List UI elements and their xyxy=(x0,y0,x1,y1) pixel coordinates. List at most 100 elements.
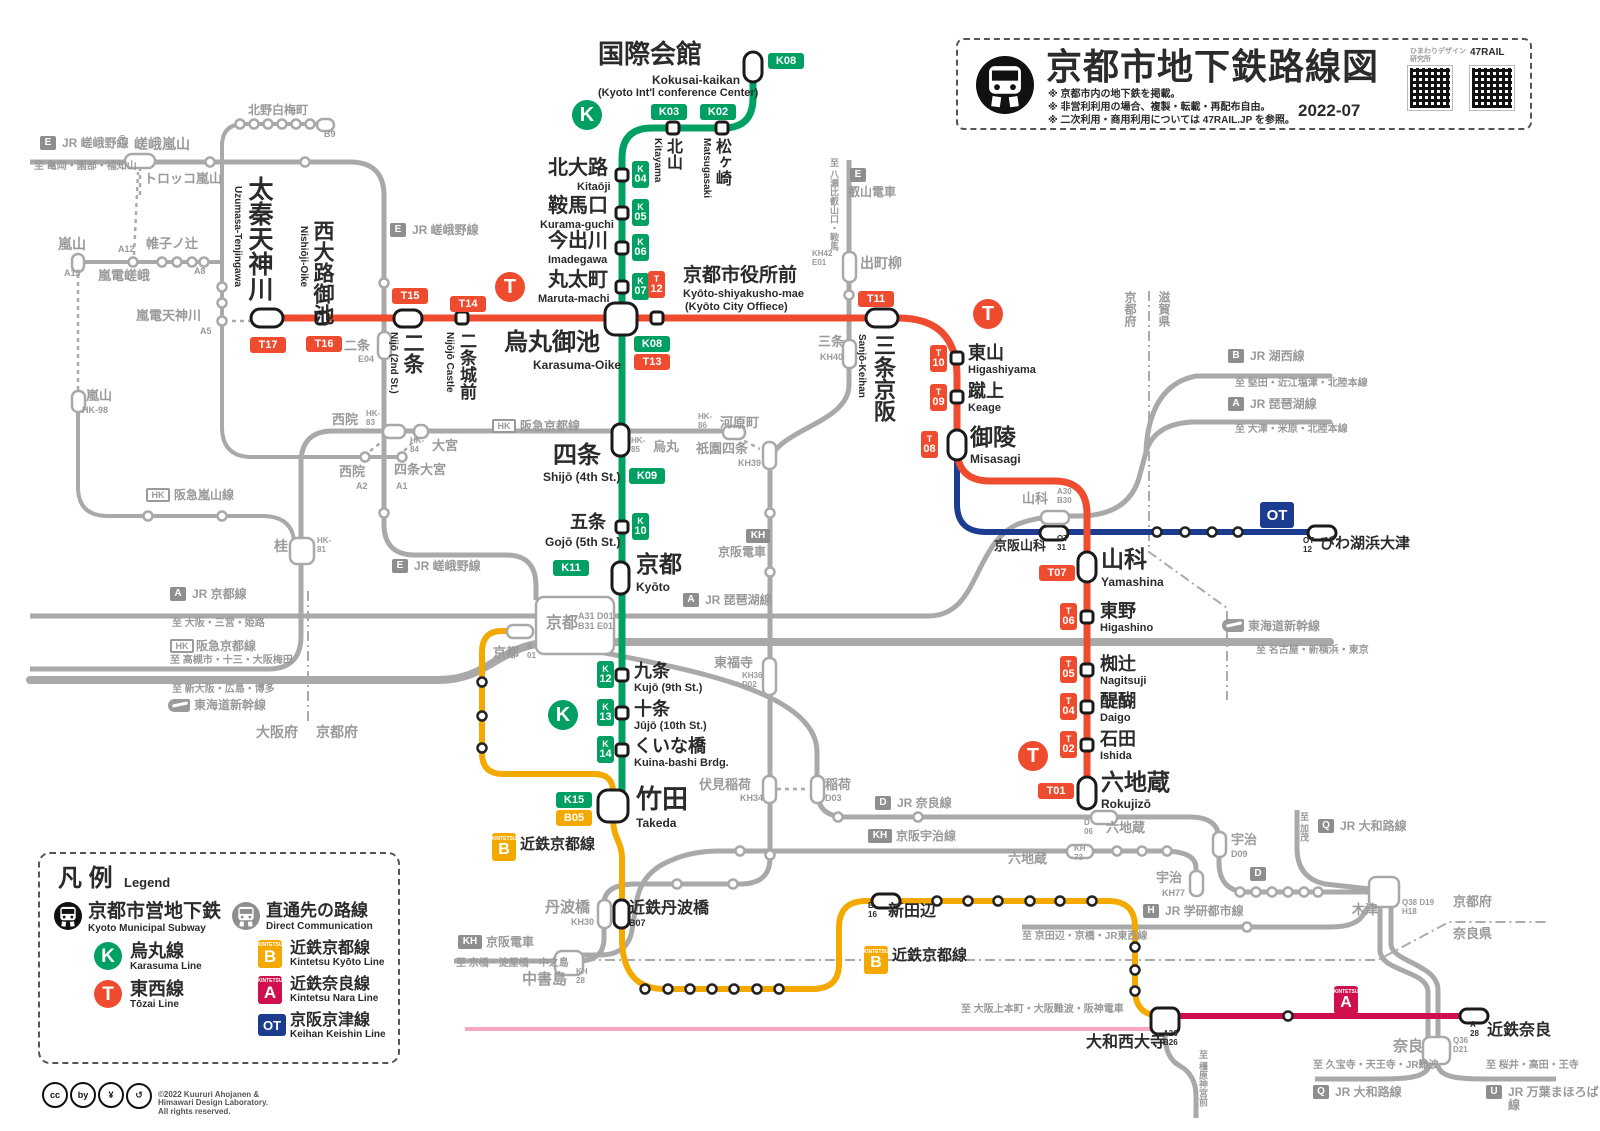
map-label: A1 xyxy=(396,481,408,491)
line-badge: T17 xyxy=(250,337,286,353)
legend-k-badge: K xyxy=(94,942,122,970)
line-badge: K08 xyxy=(768,53,804,69)
minor-station-dot xyxy=(1024,895,1036,907)
map-label: HK- 81 xyxy=(317,536,332,554)
station-kyoto-b01 xyxy=(505,623,535,640)
map-label: (Kyōto City Offiece) xyxy=(685,301,788,313)
title-note-2: ※ 非営利利用の場合、複製・転載・再配布自由。 xyxy=(1048,102,1271,113)
map-label: 北大路 xyxy=(548,157,608,179)
map-label: 近鉄京都線 xyxy=(892,947,968,964)
map-label: KH40 xyxy=(820,352,844,362)
line-badge: K03 xyxy=(651,104,687,120)
minor-station-dot xyxy=(299,156,311,168)
keihan-keishin-line xyxy=(954,450,1324,535)
station-nara-jr xyxy=(1421,1035,1452,1066)
station-matsugasaki xyxy=(714,120,730,136)
station-nijo-jr xyxy=(376,330,393,361)
station-shijo xyxy=(610,422,631,458)
station-omiya-hk xyxy=(412,423,430,440)
map-label: 蹴上 xyxy=(968,381,1004,401)
map-label: Takeda xyxy=(636,816,677,830)
map-label: 東海道新幹線 xyxy=(1248,619,1321,633)
cc-icon: by xyxy=(70,1082,96,1108)
map-label: 宇治 xyxy=(1156,870,1183,885)
map-label: A13 xyxy=(64,268,81,278)
map-label: 山科 xyxy=(1022,491,1049,506)
minor-station-dot xyxy=(764,507,776,519)
map-label: Nishiōji-Oike xyxy=(298,226,309,288)
minor-station-dot xyxy=(476,710,488,722)
kizu-nara-1 xyxy=(1377,907,1431,1037)
map-label: Gojō (5th St.) xyxy=(545,535,621,549)
map-label: Nijō (2nd St.) xyxy=(388,332,399,394)
legend-karasuma-en: Karasuma Line xyxy=(130,961,202,972)
map-label: Kurama-guchi xyxy=(540,219,614,231)
map-label: Daigo xyxy=(1100,712,1131,724)
map-label: 大和西大寺 xyxy=(1086,1034,1167,1051)
map-label: 木津 xyxy=(1352,902,1379,917)
minor-station-dot xyxy=(992,895,1004,907)
minor-station-dot xyxy=(290,118,302,130)
map-label: 竹田 xyxy=(636,784,689,814)
line-badge: T16 xyxy=(306,336,342,352)
minor-station-dot xyxy=(359,451,371,463)
map-label: HK- 86 xyxy=(698,412,713,430)
map-label: 二条城前 xyxy=(457,332,476,400)
minor-station-dot xyxy=(1179,526,1191,538)
map-label: 桂 xyxy=(274,538,288,554)
map-label: 西大路御池 xyxy=(311,220,334,325)
minor-station-dot xyxy=(639,983,651,995)
map-label: 国際会館 xyxy=(598,39,703,69)
map-label: 稲荷 xyxy=(825,777,852,792)
minor-station-dot xyxy=(832,811,844,823)
station-katsura xyxy=(288,536,316,566)
map-label: 近鉄奈良 xyxy=(1487,1022,1552,1039)
minor-station-dot xyxy=(706,983,718,995)
station-nijojo-mae xyxy=(454,310,470,326)
line-badge: K11 xyxy=(553,560,589,576)
shinkansen-icon xyxy=(168,699,190,712)
station-saga-arashiyama xyxy=(123,152,157,170)
map-label: 嵯峨嵐山 xyxy=(134,136,190,152)
map-label: E04 xyxy=(358,354,375,364)
legend-heading-en: Legend xyxy=(124,875,171,890)
legend-subway-en: Kyoto Municipal Subway xyxy=(88,923,206,934)
map-label: Kuina-bashi Brdg. xyxy=(634,757,729,769)
map-label: B07 xyxy=(629,918,646,928)
station-gion-shijo xyxy=(761,440,778,471)
map-label: 至 名古屋・新横浜・東京 xyxy=(1256,645,1369,656)
k-line-badge: K xyxy=(548,700,578,730)
station-imadegawa xyxy=(614,240,630,256)
map-label: OT 12 xyxy=(1303,536,1315,554)
map-label: JR 学研都市線 xyxy=(1165,904,1244,918)
map-label: 至 大阪・三宮・姫路 xyxy=(172,618,265,629)
minor-station-dot xyxy=(684,983,696,995)
minor-station-dot xyxy=(1129,964,1141,976)
map-label: Kokusai-kaikan xyxy=(652,73,741,87)
map-label: 至 橿原神宮前 xyxy=(1198,1050,1208,1107)
map-label: 京都府 xyxy=(1453,894,1493,909)
station-rokujizo-kh xyxy=(1065,843,1095,860)
map-label: Nagitsuji xyxy=(1100,675,1147,687)
minor-station-dot xyxy=(216,297,228,309)
cc-icon: ↺ xyxy=(126,1082,152,1109)
map-label: Higashiyama xyxy=(968,364,1036,376)
station-uji-kh xyxy=(1188,869,1205,898)
map-label: 中書島 xyxy=(522,971,568,988)
map-label: 東野 xyxy=(1100,601,1136,621)
line-badge: E xyxy=(390,223,406,237)
minor-station-dot xyxy=(171,256,183,268)
station-misasagi xyxy=(946,428,968,462)
minor-station-dot xyxy=(662,983,674,995)
map-label: 烏丸 xyxy=(653,439,680,454)
line-badge: A xyxy=(1228,397,1244,411)
map-label: 東山 xyxy=(968,343,1004,363)
station-kitayama xyxy=(665,120,681,136)
map-label: HK- 83 xyxy=(366,409,381,427)
legend-tozai-en: Tōzai Line xyxy=(130,999,179,1010)
karasuma-line xyxy=(618,70,757,800)
